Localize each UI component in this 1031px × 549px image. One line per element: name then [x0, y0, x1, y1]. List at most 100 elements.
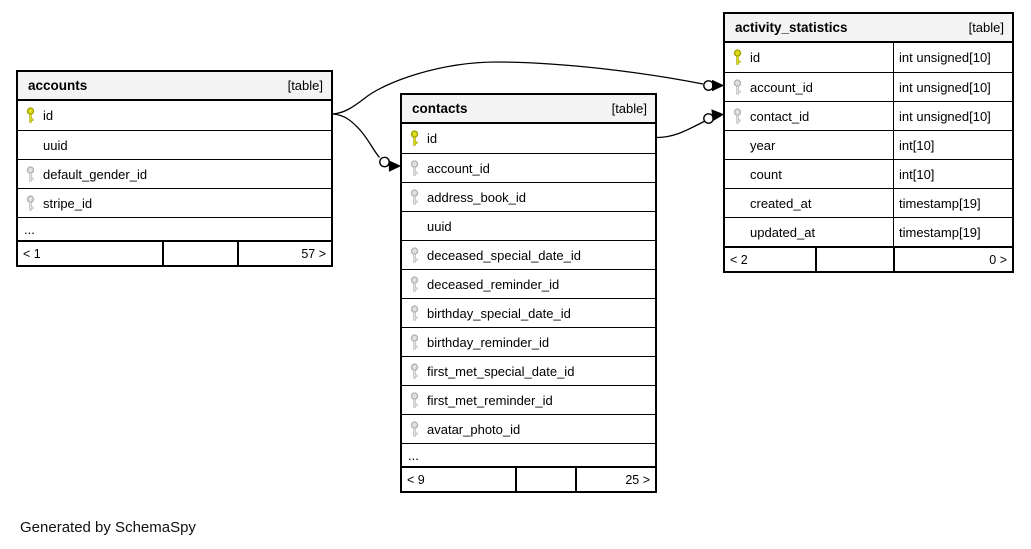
- primary-key-icon: [410, 130, 419, 147]
- column-name: first_met_special_date_id: [427, 363, 575, 379]
- column-row: uuid: [402, 211, 655, 240]
- column-type: timestamp[19]: [893, 218, 1012, 246]
- pager-right: 25 >: [575, 468, 655, 491]
- column-name: default_gender_id: [43, 166, 148, 182]
- table-pager: < 9 25 >: [402, 466, 655, 491]
- table-type-badge: [table]: [968, 20, 1004, 35]
- column-name: avatar_photo_id: [427, 421, 521, 437]
- table-pager: < 2 0 >: [725, 246, 1012, 271]
- foreign-key-icon: [410, 333, 419, 351]
- table-header[interactable]: accounts [table]: [18, 72, 331, 101]
- column-name: stripe_id: [43, 195, 93, 211]
- table-name: activity_statistics: [735, 20, 848, 35]
- column-row: default_gender_id: [18, 159, 331, 188]
- column-name: updated_at: [750, 224, 816, 240]
- column-row: year int[10]: [725, 130, 1012, 159]
- column-name: account_id: [427, 160, 490, 176]
- column-name: created_at: [750, 195, 812, 211]
- table-header[interactable]: contacts [table]: [402, 95, 655, 124]
- column-row: created_at timestamp[19]: [725, 188, 1012, 217]
- column-type: int unsigned[10]: [893, 43, 1012, 72]
- pager-right: 0 >: [893, 248, 1012, 271]
- column-type: int unsigned[10]: [893, 102, 1012, 130]
- column-name: account_id: [750, 79, 813, 95]
- column-name: id: [750, 50, 761, 65]
- column-name: year: [750, 137, 776, 153]
- column-name: id: [427, 131, 438, 146]
- column-name: first_met_reminder_id: [427, 392, 553, 408]
- column-row: avatar_photo_id: [402, 414, 655, 443]
- column-name: contact_id: [750, 108, 810, 124]
- column-name: deceased_reminder_id: [427, 276, 560, 292]
- column-row: first_met_reminder_id: [402, 385, 655, 414]
- column-row: uuid: [18, 130, 331, 159]
- table-accounts[interactable]: accounts [table] id uuid default_gender_id…: [16, 70, 333, 267]
- pager-left: < 2: [730, 252, 748, 267]
- pager-left: < 1: [23, 246, 41, 261]
- column-row: deceased_special_date_id: [402, 240, 655, 269]
- column-row: contact_id int unsigned[10]: [725, 101, 1012, 130]
- column-name: uuid: [427, 218, 452, 234]
- pager-middle: [162, 242, 237, 265]
- primary-key-icon: [26, 107, 35, 124]
- table-contacts[interactable]: contacts [table] id account_id address_boo…: [400, 93, 657, 493]
- truncated-columns-row: ...: [402, 443, 655, 466]
- column-row: count int[10]: [725, 159, 1012, 188]
- no-key-spacer: [410, 218, 419, 235]
- foreign-key-icon: [733, 107, 742, 125]
- column-row: account_id: [402, 153, 655, 182]
- pager-right: 57 >: [237, 242, 331, 265]
- column-rows: id uuid default_gender_id stripe_id...: [18, 101, 331, 240]
- foreign-key-icon: [410, 362, 419, 380]
- table-name: contacts: [412, 101, 468, 116]
- foreign-key-icon: [410, 275, 419, 293]
- column-row: updated_at timestamp[19]: [725, 217, 1012, 246]
- column-row: id int unsigned[10]: [725, 43, 1012, 72]
- generated-by-note: Generated by SchemaSpy: [20, 519, 196, 536]
- column-type: int[10]: [893, 131, 1012, 159]
- no-key-spacer: [733, 224, 742, 241]
- foreign-key-icon: [410, 188, 419, 206]
- column-type: timestamp[19]: [893, 189, 1012, 217]
- column-row: first_met_special_date_id: [402, 356, 655, 385]
- column-row: address_book_id: [402, 182, 655, 211]
- foreign-key-icon: [410, 420, 419, 438]
- column-row: id: [402, 124, 655, 153]
- foreign-key-icon: [410, 246, 419, 264]
- table-type-badge: [table]: [287, 78, 323, 93]
- column-name: uuid: [43, 137, 68, 153]
- no-key-spacer: [733, 195, 742, 212]
- no-key-spacer: [733, 137, 742, 154]
- column-row: account_id int unsigned[10]: [725, 72, 1012, 101]
- pager-left: < 9: [407, 472, 425, 487]
- pager-middle: [815, 248, 893, 271]
- table-pager: < 1 57 >: [18, 240, 331, 265]
- column-type: int[10]: [893, 160, 1012, 188]
- column-name: id: [43, 108, 54, 123]
- relationship-edge-contacts-to-activity-contact-id: [656, 109, 725, 139]
- column-name: birthday_reminder_id: [427, 334, 550, 350]
- foreign-key-icon: [26, 194, 35, 212]
- column-row: birthday_reminder_id: [402, 327, 655, 356]
- column-name: deceased_special_date_id: [427, 247, 581, 263]
- column-row: birthday_special_date_id: [402, 298, 655, 327]
- foreign-key-icon: [410, 159, 419, 177]
- no-key-spacer: [733, 166, 742, 183]
- foreign-key-icon: [26, 165, 35, 183]
- foreign-key-icon: [410, 391, 419, 409]
- column-row: deceased_reminder_id: [402, 269, 655, 298]
- table-name: accounts: [28, 78, 88, 93]
- pager-middle: [515, 468, 575, 491]
- truncated-columns-row: ...: [18, 217, 331, 240]
- column-name: birthday_special_date_id: [427, 305, 571, 321]
- table-header[interactable]: activity_statistics [table]: [725, 14, 1012, 43]
- relationship-edge-accounts-to-contacts-account-id: [332, 113, 402, 172]
- foreign-key-icon: [410, 304, 419, 322]
- table-activity-statistics[interactable]: activity_statistics [table] id int unsign…: [723, 12, 1014, 273]
- column-name: count: [750, 166, 782, 182]
- column-type: int unsigned[10]: [893, 73, 1012, 101]
- no-key-spacer: [26, 137, 35, 154]
- column-name: address_book_id: [427, 189, 527, 205]
- primary-key-icon: [733, 49, 742, 66]
